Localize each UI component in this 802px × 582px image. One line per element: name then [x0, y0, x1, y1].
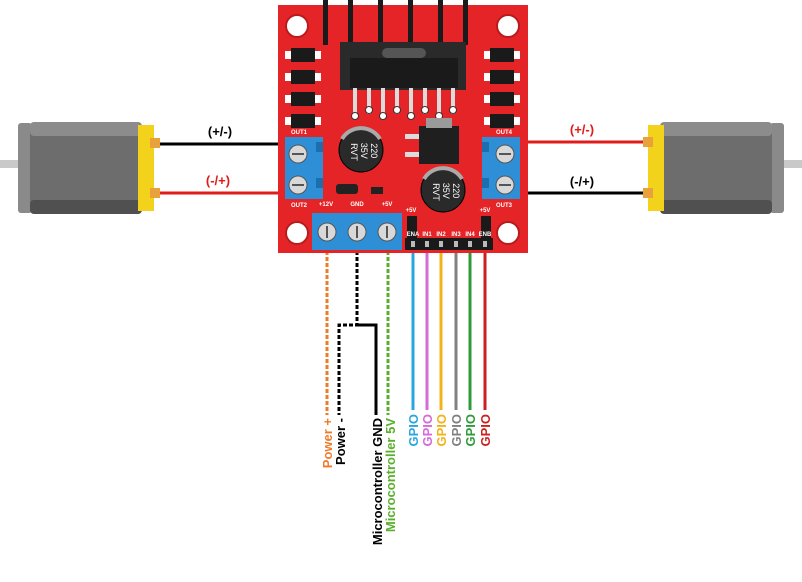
right-motor-terminal-bottom: [643, 188, 653, 198]
capacitor-2: 220 35V RVT: [420, 166, 466, 213]
label-mcu-gnd: Microcontroller GND: [370, 418, 385, 545]
label-header-5v-left: +5V: [406, 208, 417, 214]
chip-pins: [353, 88, 455, 114]
wire-mcu-gnd: [357, 323, 378, 415]
left-motor-label-top: (+/-): [208, 124, 232, 139]
label-12v: +12V: [319, 202, 333, 208]
label-in1: IN1: [422, 232, 432, 238]
right-motor-body: [660, 122, 772, 214]
right-motor-label-bottom: (-/+): [570, 174, 594, 189]
cap1-text-brand: RVT: [349, 143, 359, 161]
left-motor-body: [30, 122, 142, 214]
label-in4: IN4: [465, 232, 475, 238]
cap1-text-voltage: 35V: [359, 143, 369, 159]
bottom-wires: [325, 245, 487, 415]
label-power-plus: Power +: [320, 418, 335, 469]
svg-text:220 35V RVT: 220 35V RVT: [431, 183, 461, 202]
label-power-minus: Power -: [333, 418, 348, 465]
label-header-5v-right: +5V: [480, 208, 491, 214]
label-in2: IN2: [436, 232, 446, 238]
wire-labels: Power + Power - Microcontroller GND Micr…: [320, 414, 493, 545]
label-gpio-in3: GPIO: [449, 414, 464, 447]
cap2-text-voltage: 35V: [441, 183, 451, 199]
heatsink: [323, 0, 468, 45]
5v-jumper: [336, 184, 358, 194]
label-gpio-ena: GPIO: [406, 414, 421, 447]
left-motor-cap: [138, 125, 154, 211]
label-out4: OUT4: [496, 130, 513, 136]
terminal-out1-out2: [285, 137, 323, 199]
mount-hole-bottom-right: [496, 221, 520, 245]
wire-power-minus: [337, 245, 359, 415]
label-out3: OUT3: [496, 203, 513, 209]
terminal-out3-out4: [482, 137, 520, 199]
label-ena: ENA: [407, 232, 420, 238]
label-gpio-in4: GPIO: [463, 414, 478, 447]
label-in3: IN3: [451, 232, 461, 238]
l298n-chip: [340, 42, 466, 120]
right-motor-endcap: [770, 123, 784, 213]
right-motor-label-top: (+/-): [570, 122, 594, 137]
diodes-right: [484, 48, 520, 128]
label-out2: OUT2: [291, 203, 308, 209]
cap2-text-brand: RVT: [431, 183, 441, 201]
label-5v: +5V: [382, 202, 393, 208]
diodes-left: [285, 48, 321, 128]
left-motor-terminal-bottom: [150, 188, 160, 198]
right-motor: [643, 122, 802, 214]
cap1-text-value: 220: [369, 143, 379, 158]
right-motor-terminal-top: [643, 137, 653, 147]
mount-hole-top-left: [285, 14, 309, 38]
svg-text:220 35V RVT: 220 35V RVT: [349, 143, 379, 162]
left-motor-shaft: [0, 160, 22, 168]
label-enb: ENB: [479, 232, 492, 238]
mount-hole-bottom-left: [285, 221, 309, 245]
right-motor-shaft: [780, 160, 802, 168]
capacitor-1: 220 35V RVT: [338, 126, 384, 173]
power-terminal-block: [312, 213, 402, 250]
cap2-text-value: 220: [451, 183, 461, 198]
mount-hole-top-right: [496, 14, 520, 38]
smd-component: [371, 187, 383, 194]
left-motor-endcap: [18, 123, 32, 213]
l298n-board: OUT1 OUT2 OUT4 OUT3: [278, 0, 528, 253]
label-out1: OUT1: [291, 130, 308, 136]
label-mcu-5v: Microcontroller 5V: [383, 418, 398, 532]
label-gnd: GND: [350, 202, 364, 208]
label-gpio-enb: GPIO: [478, 414, 493, 447]
left-motor: [0, 122, 160, 214]
left-motor-label-bottom: (-/+): [206, 173, 230, 188]
voltage-regulator: [405, 118, 459, 164]
label-gpio-in1: GPIO: [420, 414, 435, 447]
label-gpio-in2: GPIO: [434, 414, 449, 447]
motor-wires: [150, 140, 658, 195]
control-header: [405, 216, 493, 250]
left-motor-terminal-top: [150, 138, 160, 148]
